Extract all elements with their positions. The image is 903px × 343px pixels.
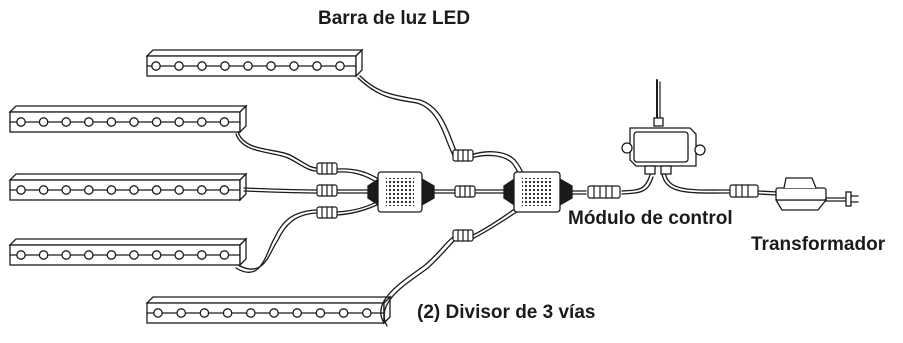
led-light [196,185,207,195]
led-light [129,250,139,260]
led-light [61,185,72,195]
led-light [315,308,326,318]
led-light [243,61,253,71]
led-light [174,61,184,71]
led-light [361,308,372,318]
led-light [338,308,349,318]
led-light [312,61,322,71]
led-bar-label: Barra de luz LED [318,8,471,29]
led-light [289,61,299,71]
led-light [83,117,94,127]
led-light [219,117,230,127]
led-light [38,185,49,195]
led-light [174,250,185,260]
led-light [196,250,207,260]
led-light [220,61,230,71]
led-light [129,185,139,195]
led-light [153,308,163,318]
led-light [292,308,303,318]
led-light [245,308,256,318]
connectors [316,149,759,242]
led-light [151,250,162,260]
led-bar-middle-left [8,172,248,202]
led-light [266,61,276,71]
led-light [174,185,185,195]
led-light [269,308,279,318]
control-module [621,79,706,175]
led-light [174,117,185,127]
led-light [106,250,117,260]
led-bar-bottom [145,295,392,325]
led-light [38,117,49,127]
transformer-label: Transformador [751,234,886,255]
led-bar-top [145,48,364,78]
led-light [16,117,26,127]
led-light [219,250,230,260]
splitter-2 [503,171,573,213]
led-light [61,117,72,127]
led-light [176,308,187,318]
led-light [151,61,161,71]
led-light [335,61,345,71]
led-light [16,185,26,195]
splitter-label: (2) Divisor de 3 vías [417,302,596,323]
splitter-1 [367,171,435,213]
led-light [222,308,233,318]
led-light [16,250,26,260]
led-light [106,117,117,127]
led-light [83,250,94,260]
led-light [38,250,49,260]
led-light [151,117,162,127]
led-light [196,117,207,127]
led-light [61,250,72,260]
led-light [199,308,210,318]
led-light [219,185,230,195]
led-light [106,185,117,195]
led-bar-lower-left [8,237,248,267]
control-module-label: Módulo de control [568,208,733,229]
transformer [774,177,828,211]
led-light [197,61,207,71]
led-bar-upper-left [8,104,248,134]
led-light [129,117,139,127]
led-light [83,185,94,195]
led-light [151,185,162,195]
